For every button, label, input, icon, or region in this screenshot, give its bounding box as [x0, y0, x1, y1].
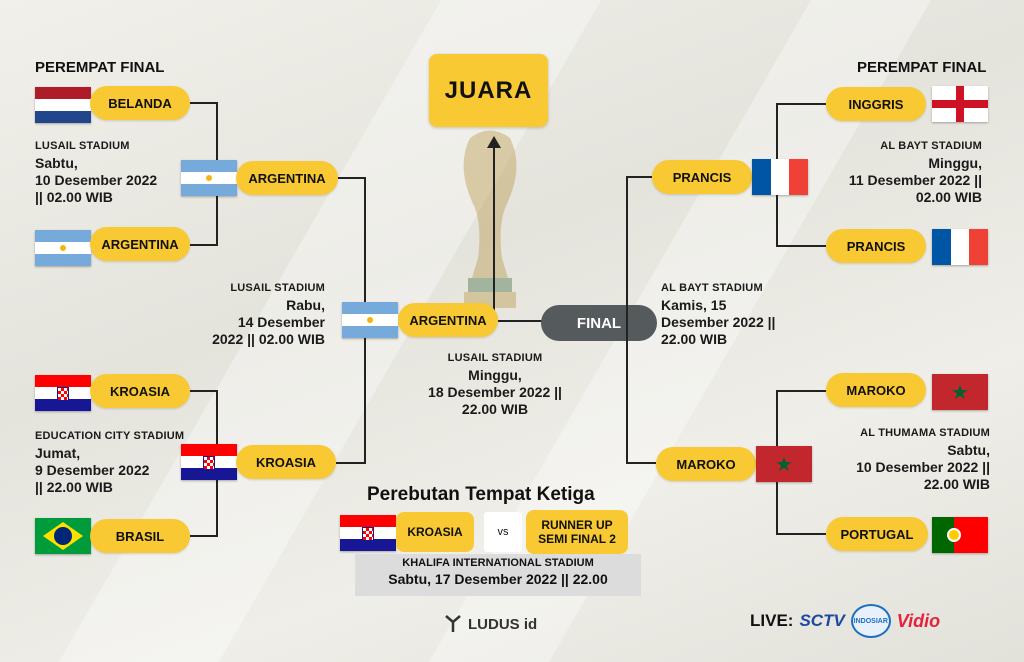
date-label: Sabtu, 10 Desember 2022 || 22.00 WIB: [856, 442, 990, 492]
qf-right-title: PEREMPAT FINAL: [857, 59, 987, 76]
team-pill-argentina-qf: ARGENTINA: [90, 227, 190, 261]
flag-france: [932, 229, 988, 265]
third-place-team-b: RUNNER UP SEMI FINAL 2: [526, 510, 628, 554]
team-pill-portugal: PORTUGAL: [826, 517, 928, 551]
ludus-icon: [445, 615, 461, 632]
live-broadcasters: LIVE: SCTV INDOSIAR Vidio: [750, 604, 940, 638]
team-pill-argentina-final: ARGENTINA: [398, 303, 498, 337]
bracket-line: [776, 482, 778, 535]
venue-label: LUSAIL STADIUM: [447, 352, 543, 364]
team-pill-kroasia-qf: KROASIA: [90, 374, 190, 408]
venue-label: LUSAIL STADIUM: [230, 282, 325, 294]
live-label: LIVE:: [750, 611, 794, 630]
bracket-line: [776, 390, 778, 446]
team-pill-maroko-qf: MAROKO: [826, 373, 926, 407]
team-pill-brasil: BRASIL: [90, 519, 190, 553]
team-pill-kroasia-sf: KROASIA: [236, 445, 336, 479]
flag-argentina: [181, 160, 237, 196]
flag-england: [932, 86, 988, 122]
date-label: Minggu, 18 Desember 2022 || 22.00 WIB: [428, 367, 562, 417]
bracket-line: [776, 533, 826, 535]
sctv-logo: SCTV: [799, 611, 845, 630]
team-pill-prancis-sf: PRANCIS: [652, 160, 752, 194]
team-pill-argentina-sf: ARGENTINA: [236, 161, 338, 195]
date-label: Sabtu, 17 Desember 2022 || 22.00: [388, 571, 608, 587]
flag-netherlands: [35, 87, 91, 123]
venue-label: AL BAYT STADIUM: [661, 282, 763, 294]
bracket-line: [776, 103, 778, 159]
bracket-line: [336, 462, 366, 464]
final-pill: FINAL: [541, 305, 657, 341]
venue-label: KHALIFA INTERNATIONAL STADIUM: [402, 557, 594, 569]
champion-box: JUARA: [429, 54, 548, 127]
match-info-final: LUSAIL STADIUM Minggu, 18 Desember 2022 …: [400, 350, 590, 418]
date-label: Rabu, 14 Desember 2022 || 02.00 WIB: [212, 297, 325, 347]
match-info-right-qf2: AL THUMAMA STADIUM Sabtu, 10 Desember 20…: [800, 425, 990, 493]
venue-label: LUSAIL STADIUM: [35, 140, 130, 152]
bracket-line: [190, 244, 218, 246]
team-pill-prancis-qf: PRANCIS: [826, 229, 926, 263]
bracket-line: [776, 245, 826, 247]
flag-morocco: ★: [932, 374, 988, 410]
third-place-info: KHALIFA INTERNATIONAL STADIUM Sabtu, 17 …: [355, 554, 641, 596]
venue-label: AL BAYT STADIUM: [880, 140, 982, 152]
flag-france: [752, 159, 808, 195]
match-info-right-sf: AL BAYT STADIUM Kamis, 15 Desember 2022 …: [661, 280, 775, 348]
date-label: Kamis, 15 Desember 2022 || 22.00 WIB: [661, 297, 776, 347]
flag-brazil: [35, 518, 91, 554]
flag-croatia: [35, 375, 91, 411]
champion-arrow-line: [493, 145, 495, 320]
date-label: Sabtu, 10 Desember 2022 || 02.00 WIB: [35, 155, 158, 205]
bracket-line: [190, 102, 218, 104]
venue-label: EDUCATION CITY STADIUM: [35, 430, 185, 442]
team-pill-inggris: INGGRIS: [826, 87, 926, 121]
flag-morocco: ★: [756, 446, 812, 482]
third-place-title: Perebutan Tempat Ketiga: [367, 484, 595, 505]
bracket-line: [776, 195, 778, 247]
bracket-line: [776, 390, 826, 392]
third-place-team-a: KROASIA: [396, 512, 474, 552]
match-info-right-qf1: AL BAYT STADIUM Minggu, 11 Desember 2022…: [800, 138, 982, 206]
date-label: Minggu, 11 Desember 2022 || 02.00 WIB: [848, 155, 982, 205]
flag-argentina: [342, 302, 398, 338]
bracket-line: [626, 176, 652, 178]
vidio-logo: Vidio: [896, 610, 941, 631]
bracket-line: [626, 176, 628, 464]
match-info-left-qf2: EDUCATION CITY STADIUM Jumat, 9 Desember…: [35, 428, 184, 496]
venue-label: AL THUMAMA STADIUM: [860, 427, 990, 439]
qf-left-title: PEREMPAT FINAL: [35, 59, 165, 76]
vs-label: vs: [484, 512, 522, 552]
arrow-up-icon: [487, 136, 501, 148]
match-info-left-qf1: LUSAIL STADIUM Sabtu, 10 Desember 2022 |…: [35, 138, 157, 206]
bracket-line: [338, 177, 366, 179]
bracket-line: [626, 462, 656, 464]
flag-argentina: [35, 230, 91, 266]
flag-portugal: [932, 517, 988, 553]
bracket-line: [776, 103, 826, 105]
date-label: Jumat, 9 Desember 2022 || 22.00 WIB: [35, 445, 150, 495]
ludus-logo: LUDUS id: [444, 614, 537, 634]
flag-croatia: [340, 515, 396, 551]
match-info-left-sf: LUSAIL STADIUM Rabu, 14 Desember 2022 ||…: [190, 280, 325, 348]
bracket-line: [190, 535, 218, 537]
indosiar-logo: INDOSIAR: [850, 604, 891, 638]
team-pill-maroko-sf: MAROKO: [656, 447, 756, 481]
trophy-icon: [463, 130, 517, 308]
bracket-line: [498, 320, 543, 322]
team-pill-belanda: BELANDA: [90, 86, 190, 120]
flag-croatia: [181, 444, 237, 480]
brand-label: LUDUS id: [468, 615, 538, 633]
bracket-line: [190, 390, 218, 392]
